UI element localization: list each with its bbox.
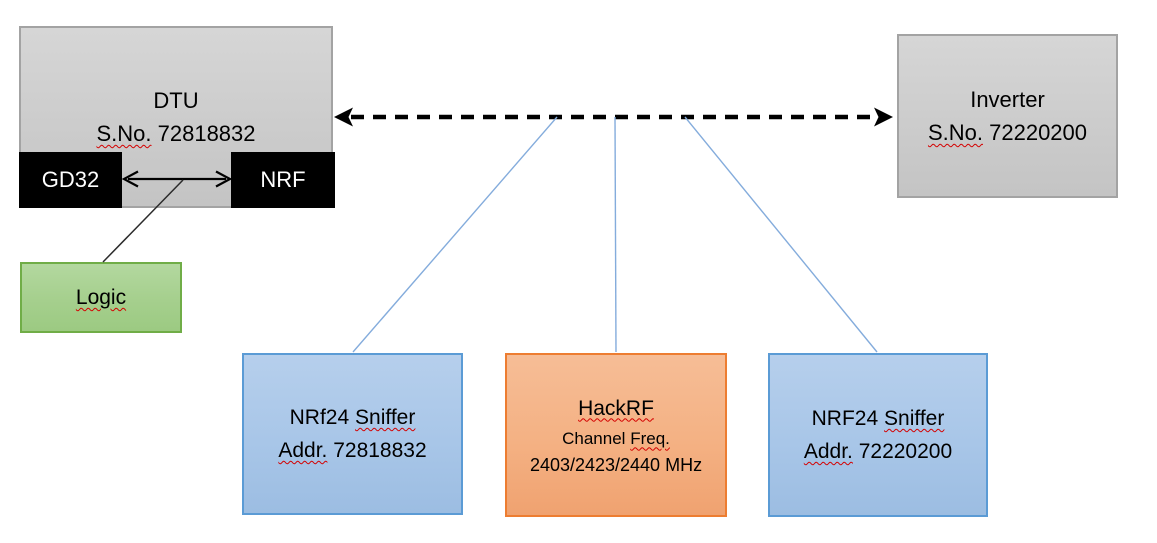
logic-box: Logic bbox=[20, 262, 182, 333]
sniffer-right-address: Addr. 72220200 bbox=[803, 440, 953, 463]
connector-line-sniffer-left bbox=[352, 116, 558, 353]
dtu-inverter-dashed-arrow bbox=[334, 107, 893, 127]
nrf-chip-box: NRF bbox=[231, 152, 335, 208]
sniffer-right-name: NRF24 Sniffer bbox=[811, 407, 945, 430]
hackrf-freq-label: Channel Freq. bbox=[562, 428, 670, 448]
hackrf-freq-value: 2403/2423/2440 MHz bbox=[529, 454, 703, 475]
hackrf-box: HackRF Channel Freq. 2403/2423/2440 MHz bbox=[505, 353, 727, 517]
gd32-label: GD32 bbox=[41, 167, 100, 192]
inverter-name: Inverter bbox=[970, 87, 1045, 112]
connector-line-sniffer-right bbox=[684, 116, 878, 353]
gd32-chip-box: GD32 bbox=[19, 152, 122, 208]
logic-label: Logic bbox=[75, 286, 127, 309]
arrowhead-left-icon bbox=[334, 107, 353, 127]
nrf-label: NRF bbox=[260, 167, 306, 192]
sniffer-left-box: NRf24 Sniffer Addr. 72818832 bbox=[242, 353, 463, 515]
sniffer-right-box: NRF24 Sniffer Addr. 72220200 bbox=[768, 353, 988, 517]
inverter-serial: S.No. 72220200 bbox=[927, 120, 1088, 145]
arrowhead-right-icon bbox=[874, 107, 893, 127]
connector-line-hackrf bbox=[614, 116, 617, 353]
hackrf-title: HackRF bbox=[578, 396, 654, 420]
sniffer-left-address: Addr. 72818832 bbox=[278, 439, 427, 462]
dtu-name: DTU bbox=[153, 88, 199, 113]
sniffer-left-name: NRf24 Sniffer bbox=[289, 406, 416, 429]
dtu-serial: S.No. 72818832 bbox=[96, 121, 256, 146]
inverter-box: Inverter S.No. 72220200 bbox=[897, 34, 1118, 198]
